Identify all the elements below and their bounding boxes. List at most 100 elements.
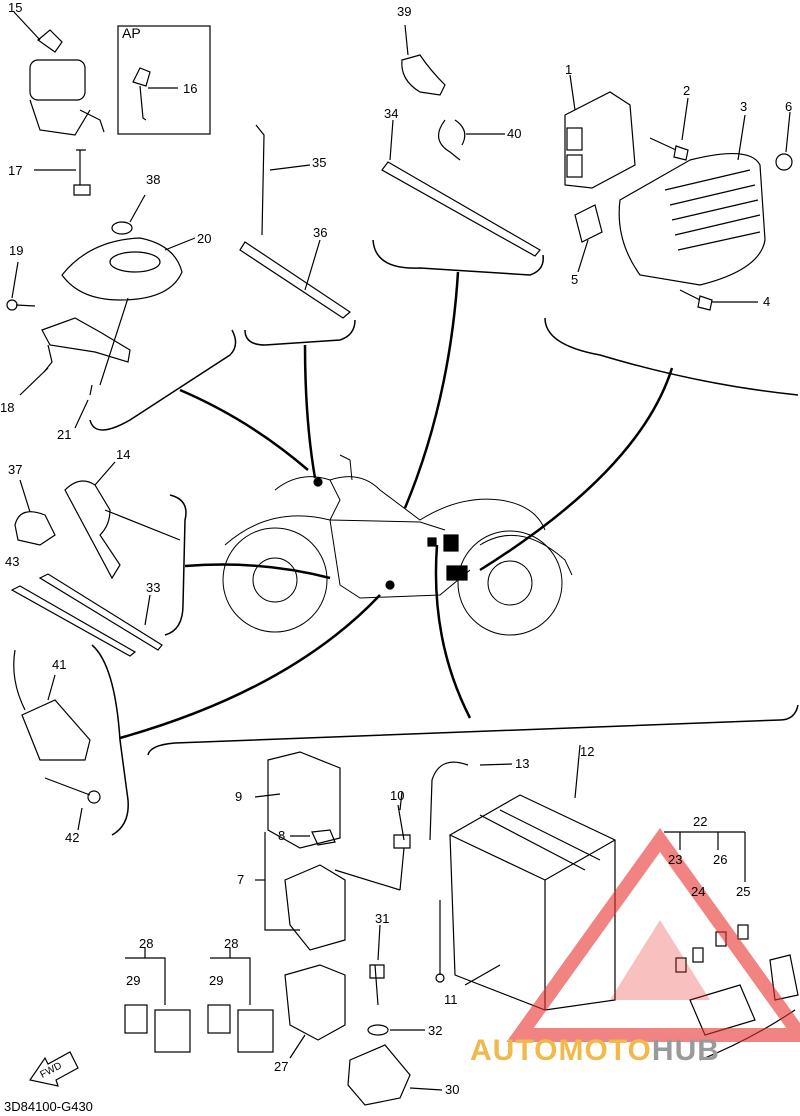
bracket-mid-top	[244, 319, 356, 346]
grommet-icon	[775, 153, 793, 171]
bolt-icon	[34, 149, 91, 196]
rectifier-icon	[564, 74, 636, 189]
callout: 32	[428, 1023, 443, 1038]
callout: 19	[9, 243, 24, 258]
callout: 36	[313, 225, 328, 240]
clamp-icon	[14, 479, 56, 546]
callout: 5	[571, 272, 579, 287]
relay-group	[124, 948, 274, 1053]
sensor-icon	[347, 1044, 443, 1106]
callout: 4	[763, 294, 771, 309]
fwd-arrow-icon	[29, 1051, 79, 1087]
callout: 3	[740, 99, 748, 114]
callout: 14	[116, 447, 131, 462]
callout: 40	[507, 126, 522, 141]
part-location-marker	[427, 537, 437, 547]
motorcycle-outline	[222, 454, 573, 636]
pad-icon	[574, 204, 603, 273]
callout: 34	[384, 106, 399, 121]
callout: 29	[126, 973, 141, 988]
callout: 13	[515, 756, 530, 771]
battery-icon	[449, 794, 616, 1011]
callout: 8	[278, 828, 286, 843]
part-location-marker	[443, 534, 459, 552]
callout: 25	[736, 884, 751, 899]
callout: 29	[209, 973, 224, 988]
part-location-marker	[446, 565, 468, 581]
callout: 28	[224, 936, 239, 951]
bracket-icon	[19, 317, 131, 396]
leader-4	[479, 367, 674, 572]
watermark-tail: HUB	[651, 1034, 720, 1067]
starter-relay-icon	[255, 829, 405, 951]
part-location-marker	[385, 580, 395, 590]
callout: 12	[580, 744, 595, 759]
bracket-bottom	[147, 704, 799, 756]
callout: 18	[0, 400, 15, 415]
bracket-left-top	[89, 329, 237, 431]
callout: 23	[668, 852, 683, 867]
callout: 24	[691, 884, 706, 899]
leader-6	[119, 594, 381, 740]
callout: 1	[565, 62, 573, 77]
bolt-icon	[393, 791, 411, 849]
watermark-main: AUTOMOTO	[470, 1034, 652, 1067]
leader-5	[184, 563, 331, 580]
washer-icon	[367, 1024, 389, 1036]
callout: 28	[139, 936, 154, 951]
callout: 22	[693, 814, 708, 829]
callout: 38	[146, 172, 161, 187]
callout: 7	[237, 872, 245, 887]
alt-part-box-label: AP	[122, 25, 141, 41]
cable-tie-icon	[381, 119, 541, 257]
bracket-cover-icon	[618, 114, 766, 286]
bracket-far-right	[544, 317, 799, 396]
callout: 16	[183, 81, 198, 96]
callout: 30	[445, 1082, 460, 1097]
callout: 20	[197, 231, 212, 246]
watermark-logo	[506, 827, 800, 1042]
leader-3	[403, 271, 460, 509]
callout: 31	[375, 911, 390, 926]
callout: 43	[5, 554, 20, 569]
screw-icon	[6, 261, 36, 311]
callout: 15	[8, 0, 23, 15]
bolt-icon	[369, 924, 385, 1006]
callout: 26	[713, 852, 728, 867]
callout: 2	[683, 83, 691, 98]
screw-icon	[74, 297, 129, 429]
bolt-icon	[679, 289, 758, 311]
bracket-left-bottom	[91, 644, 129, 836]
battery-lead-icon	[429, 761, 513, 983]
callout: 17	[8, 163, 23, 178]
callout: 27	[274, 1059, 289, 1074]
drawing-code: 3D84100-G430	[4, 1099, 93, 1114]
callout: 41	[52, 657, 67, 672]
grommet-icon	[111, 221, 133, 235]
bracket-left-mid	[164, 494, 187, 636]
sensor-icon	[64, 461, 181, 580]
key-icon	[132, 67, 178, 121]
callout: 6	[785, 99, 793, 114]
cable-tie-icon	[239, 124, 351, 319]
callout: 37	[8, 462, 23, 477]
cable-tie-icon	[10, 573, 163, 657]
leader-1	[179, 388, 309, 471]
callout: 39	[397, 4, 412, 19]
bolt-icon	[649, 97, 689, 161]
relay-cover-icon	[254, 751, 341, 849]
watermark-text: AUTOMOTOHUB	[470, 1034, 720, 1068]
callout: 42	[65, 830, 80, 845]
leader-7	[434, 544, 472, 719]
alt-part-box	[117, 25, 211, 135]
clip-icon	[438, 119, 505, 161]
relay-icon	[284, 964, 346, 1059]
bracket-right-top	[372, 239, 544, 276]
main-switch-icon	[13, 11, 105, 136]
callout: 11	[444, 992, 458, 1007]
callout: 33	[146, 580, 161, 595]
clamp-icon	[401, 24, 446, 96]
starter-relay-icon	[13, 649, 101, 831]
